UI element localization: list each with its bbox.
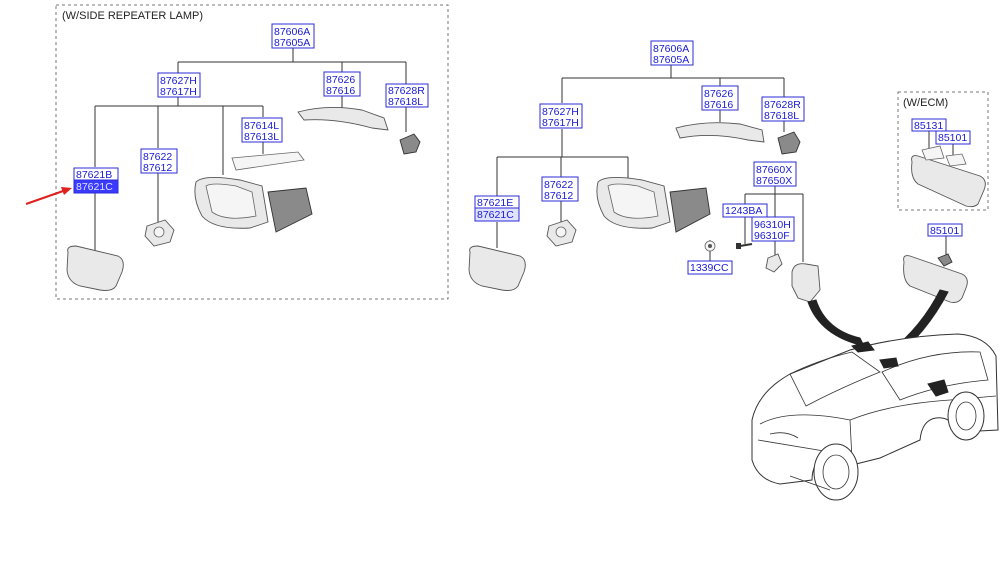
pn-85101: 85101	[938, 132, 967, 144]
callout-middle-glass-holder[interactable]: 87627H 87617H	[539, 103, 583, 129]
callout-left-assy[interactable]: 87606A 87605A	[271, 23, 315, 49]
pn-87628R: 87628R	[388, 85, 425, 97]
pn-87621E: 87621E	[477, 197, 513, 209]
pn-87617H: 87617H	[160, 86, 197, 98]
pn-85101-inside: 85101	[930, 225, 959, 237]
screw-middle-drawing	[736, 243, 753, 249]
callout-right-ecm-b[interactable]: 85101	[935, 130, 971, 145]
ecm-group-frame	[897, 91, 989, 211]
ecm-group-title: (W/ECM)	[903, 97, 948, 109]
pn-87618L: 87618L	[764, 110, 799, 122]
cover-left-drawing	[297, 106, 389, 131]
pn-87613L: 87613L	[244, 131, 279, 143]
pn-87622: 87622	[143, 151, 172, 163]
middle-leader-lines	[496, 64, 804, 262]
pn-87621C: 87621C	[477, 209, 514, 221]
callout-left-actuator[interactable]: 87622 87612	[140, 148, 178, 174]
callout-left-glass[interactable]: 87621B 87621C	[73, 167, 119, 194]
pn-96310H: 96310H	[754, 219, 791, 231]
pn-87614L: 87614L	[244, 120, 279, 132]
housing-middle-drawing	[596, 177, 711, 233]
callout-middle-glass[interactable]: 87621E 87621C	[474, 195, 520, 222]
pn-87621C-selected: 87621C	[76, 181, 113, 193]
callout-middle-nut[interactable]: 1339CC	[687, 260, 733, 275]
callout-middle-garnish[interactable]: 87660X 87650X	[753, 161, 797, 187]
pn-87621B: 87621B	[76, 169, 112, 181]
cap-middle-drawing	[777, 131, 801, 155]
side-repeater-left-drawing	[231, 151, 305, 171]
side-repeater-group-title: (W/SIDE REPEATER LAMP)	[62, 10, 203, 22]
callout-middle-cap[interactable]: 87628R 87618L	[761, 96, 805, 122]
callout-right-ecm-a[interactable]: 85131	[911, 118, 947, 132]
callout-middle-screw[interactable]: 1243BA	[722, 203, 768, 218]
pn-85131: 85131	[914, 120, 943, 132]
callout-left-cap[interactable]: 87628R 87618L	[385, 83, 429, 108]
callout-middle-cover[interactable]: 87626 87616	[701, 85, 739, 111]
pn-87605A: 87605A	[653, 54, 689, 66]
pn-87617H: 87617H	[542, 117, 579, 129]
pn-87606A: 87606A	[274, 26, 310, 38]
pn-1243BA: 1243BA	[725, 205, 762, 217]
tweeter-middle-drawing	[765, 253, 783, 273]
nut-middle-drawing	[704, 240, 716, 252]
pn-87605A: 87605A	[274, 37, 310, 49]
mirror-glass-left-drawing	[66, 245, 124, 291]
pn-87618L: 87618L	[388, 96, 423, 108]
pn-87626: 87626	[704, 88, 733, 100]
pn-87626: 87626	[326, 74, 355, 86]
inside-mirror-drawing	[903, 253, 968, 303]
pn-87650X: 87650X	[756, 175, 792, 187]
pn-87612: 87612	[143, 162, 172, 174]
cap-left-drawing	[399, 133, 421, 155]
garnish-middle-drawing	[791, 263, 821, 303]
pn-87612: 87612	[544, 190, 573, 202]
pn-87627H: 87627H	[542, 106, 579, 118]
side-repeater-group-frame	[55, 4, 449, 300]
pn-1339CC: 1339CC	[690, 262, 729, 274]
callout-left-repeater[interactable]: 87614L 87613L	[241, 117, 283, 143]
vehicle-outline-drawing	[751, 333, 999, 501]
garnish-location-arrow	[807, 299, 865, 347]
pn-87616: 87616	[326, 85, 355, 97]
selected-pointer-arrow	[25, 187, 72, 205]
callout-left-glass-holder[interactable]: 87627H 87617H	[157, 72, 201, 98]
ecm-mirror-drawing	[911, 145, 986, 208]
pn-87627H: 87627H	[160, 75, 197, 87]
callout-middle-actuator[interactable]: 87622 87612	[541, 176, 579, 202]
actuator-middle-drawing	[546, 219, 577, 247]
callout-middle-assy[interactable]: 87606A 87605A	[650, 40, 694, 66]
left-leader-lines	[94, 48, 407, 252]
pn-87660X: 87660X	[756, 164, 792, 176]
callout-right-inside-mirror[interactable]: 85101	[927, 223, 963, 237]
callout-left-cover[interactable]: 87626 87616	[323, 71, 361, 97]
pn-87628R: 87628R	[764, 99, 801, 111]
actuator-left-drawing	[144, 219, 175, 247]
cover-middle-drawing	[675, 122, 765, 143]
pn-96310F: 96310F	[754, 230, 790, 242]
housing-left-drawing	[194, 177, 313, 233]
mirror-glass-middle-drawing	[468, 245, 526, 291]
pn-87622: 87622	[544, 179, 573, 191]
pn-87606A: 87606A	[653, 43, 689, 55]
pn-87616: 87616	[704, 99, 733, 111]
callout-middle-tweeter[interactable]: 96310H 96310F	[751, 216, 795, 242]
